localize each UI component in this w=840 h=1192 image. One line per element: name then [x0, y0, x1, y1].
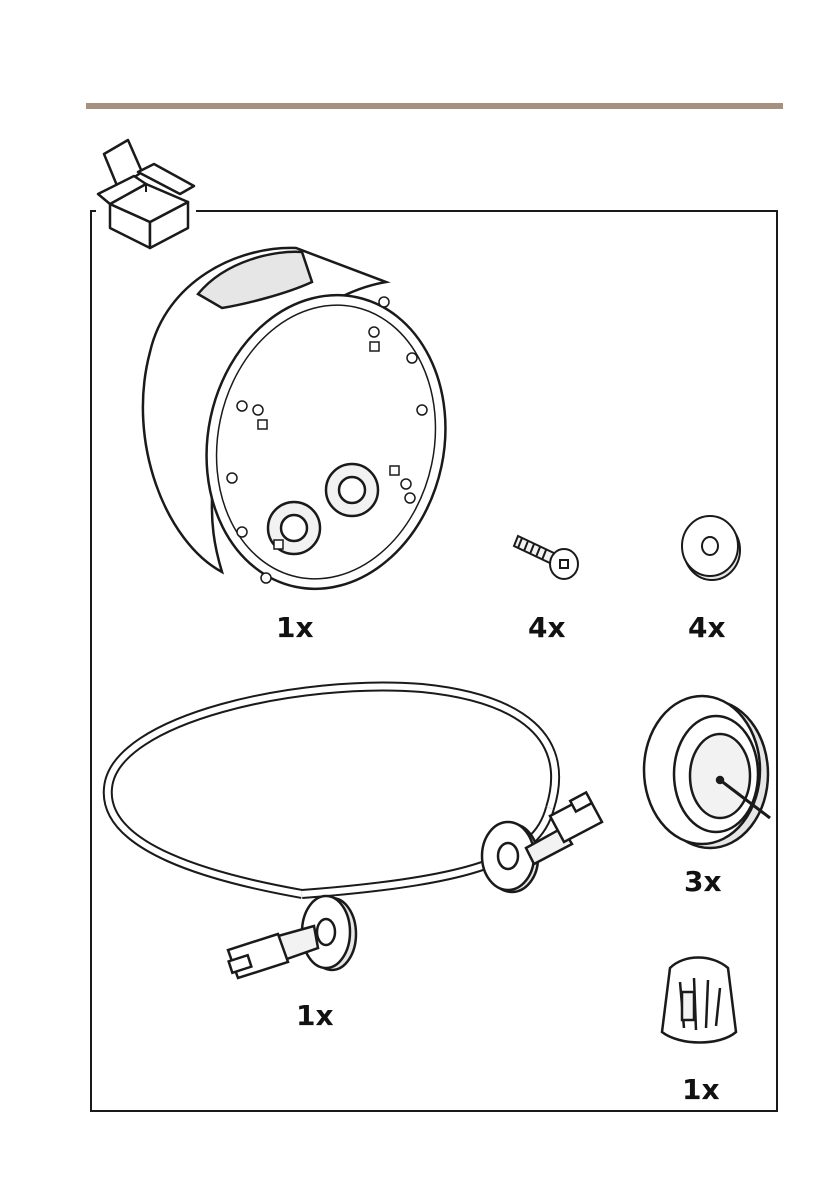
- screw-icon: [512, 524, 582, 582]
- network-cable-quantity: 1x: [296, 1002, 334, 1030]
- cable-gasket-quantity: 3x: [684, 868, 722, 896]
- junction-box-icon: [126, 242, 448, 600]
- header-rule: [86, 103, 783, 109]
- screw-quantity: 4x: [528, 614, 566, 642]
- network-cable-with-gaskets-icon: [102, 678, 622, 998]
- washer-icon: [676, 512, 746, 582]
- cable-gasket-icon: [636, 686, 776, 856]
- junction-box-quantity: 1x: [276, 614, 314, 642]
- cable-clip-icon: [650, 948, 742, 1052]
- package-box-icon: [96, 132, 196, 250]
- washer-quantity: 4x: [688, 614, 726, 642]
- cable-clip-quantity: 1x: [682, 1076, 720, 1104]
